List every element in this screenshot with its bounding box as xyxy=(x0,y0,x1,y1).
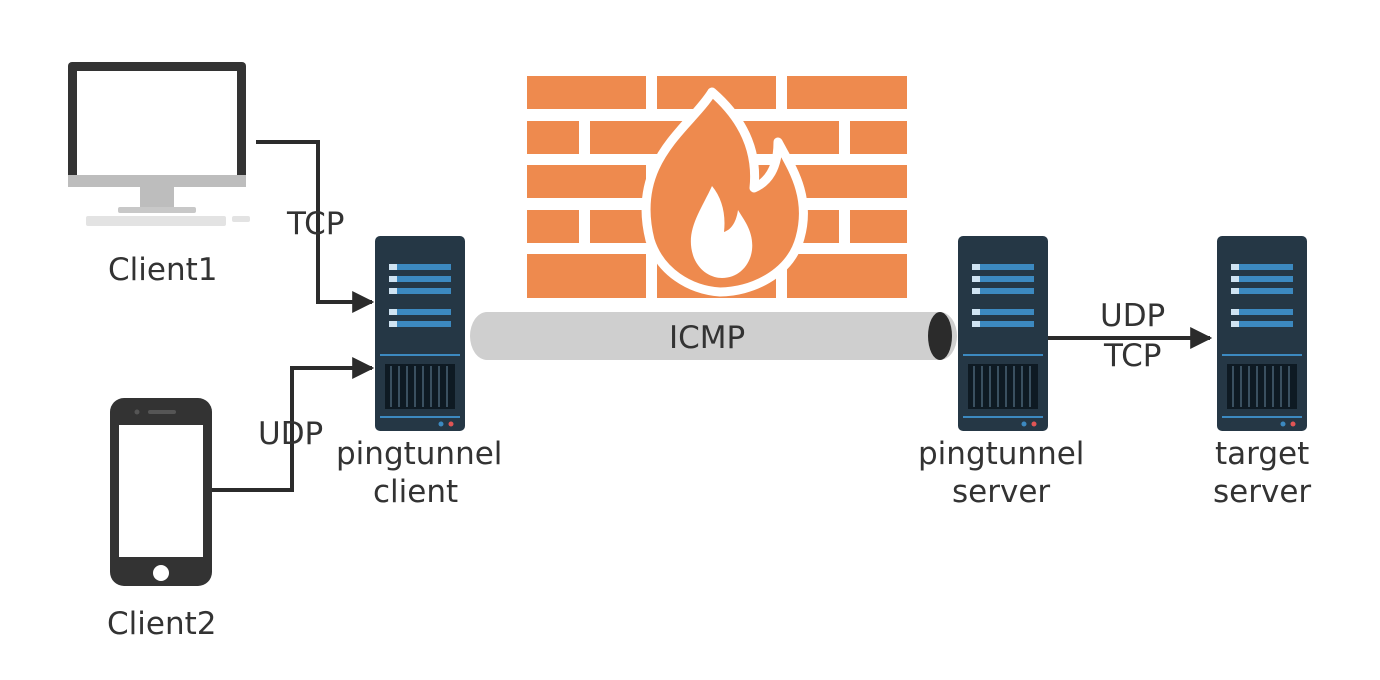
edge-client2-to-pt-client xyxy=(212,357,375,492)
edge-client1-to-pt-client xyxy=(256,140,375,313)
edge-target-label-udp: UDP xyxy=(1100,298,1165,334)
target-server-label-1: target xyxy=(1215,436,1309,472)
tunnel-label: ICMP xyxy=(669,320,745,356)
client2-label: Client2 xyxy=(107,606,216,642)
pingtunnel-server-label-2: server xyxy=(952,474,1050,510)
pingtunnel-server-server-icon xyxy=(957,235,1049,432)
icmp-tunnel xyxy=(470,312,957,360)
smartphone-icon xyxy=(110,398,212,586)
edge-target-label-tcp: TCP xyxy=(1103,338,1161,374)
target-server-server-icon xyxy=(1216,235,1308,432)
edge-client2-label: UDP xyxy=(258,416,323,452)
pingtunnel-server-label-1: pingtunnel xyxy=(918,436,1084,472)
pingtunnel-client-label-2: client xyxy=(373,474,458,510)
pingtunnel-client-label-1: pingtunnel xyxy=(336,436,502,472)
pingtunnel-client-server-icon xyxy=(374,235,466,432)
client1-label: Client1 xyxy=(108,252,217,288)
target-server-label-2: server xyxy=(1213,474,1311,510)
firewall-icon xyxy=(527,76,907,298)
desktop-monitor-icon xyxy=(68,62,250,226)
edge-client1-label: TCP xyxy=(286,206,344,242)
